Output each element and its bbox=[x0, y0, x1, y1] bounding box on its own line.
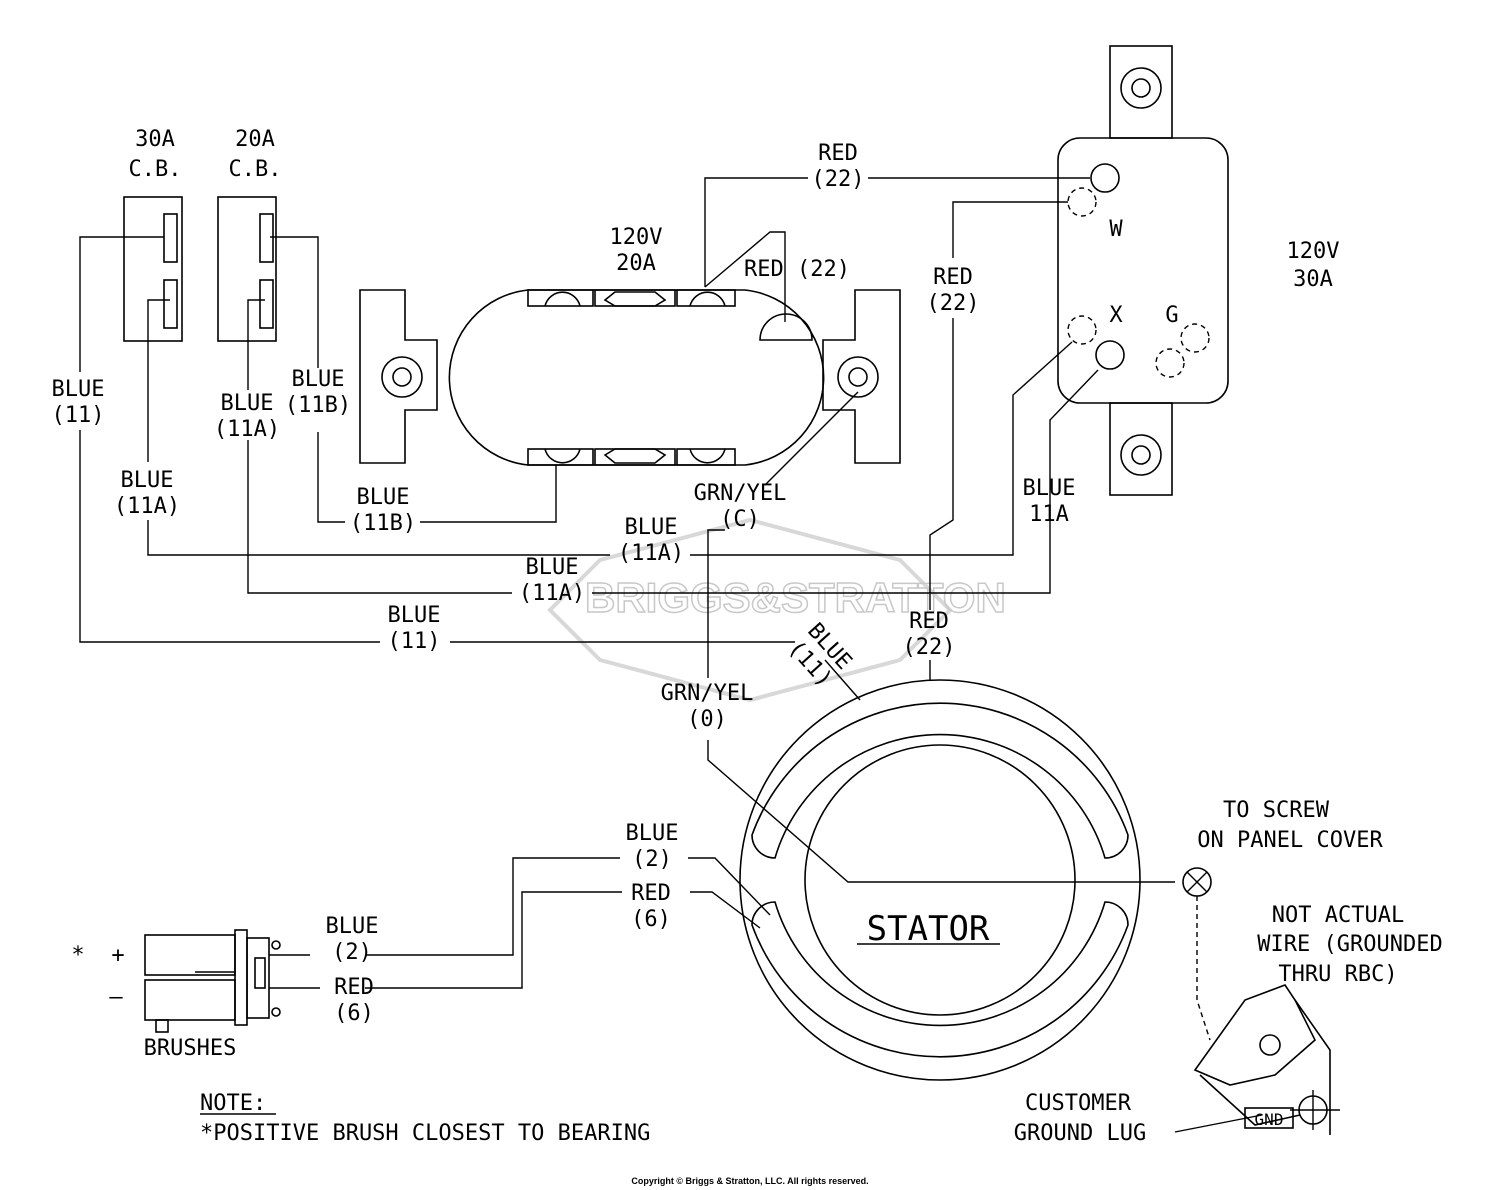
cb30-label: C.B. bbox=[129, 157, 182, 182]
twistlock-receptacle: W X G 120V 30A bbox=[1057, 45, 1340, 496]
duplex-voltage: 120V bbox=[610, 225, 663, 250]
grnyel-0-color: GRN/YEL bbox=[661, 681, 754, 706]
blue11-left-num: (11) bbox=[52, 403, 105, 428]
blue11a-left-num: (11A) bbox=[114, 494, 180, 519]
duplex-receptacle: 120V 20A bbox=[359, 225, 901, 466]
red22-top-color: RED bbox=[818, 141, 858, 166]
blue11a-cb-color: BLUE bbox=[221, 391, 274, 416]
blue11b-cb-color: BLUE bbox=[292, 367, 345, 392]
red6-stator-num: (6) bbox=[631, 907, 671, 932]
brush-minus: — bbox=[109, 985, 123, 1010]
to-screw-line1: TO SCREW bbox=[1223, 798, 1330, 823]
red22-top-num: (22) bbox=[812, 167, 865, 192]
grnyel-c-color: GRN/YEL bbox=[694, 481, 787, 506]
blue11a-right-num: 11A bbox=[1029, 502, 1069, 527]
breaker-30a: 30A C.B. bbox=[123, 127, 183, 342]
brush-assembly: BRUSHES * + — bbox=[71, 929, 281, 1061]
blue11a-left-color: BLUE bbox=[121, 468, 174, 493]
blue2-stator-num: (2) bbox=[632, 847, 672, 872]
note-text: *POSITIVE BRUSH CLOSEST TO BEARING bbox=[200, 1121, 650, 1146]
not-actual-line3: THRU RBC) bbox=[1278, 962, 1397, 987]
watermark-text: BRIGGS&STRATTON bbox=[585, 574, 1006, 621]
twistlock-voltage: 120V bbox=[1287, 239, 1340, 264]
blue11-left-color: BLUE bbox=[52, 377, 105, 402]
brush-asterisk: * bbox=[71, 943, 84, 968]
red6-brush-color: RED bbox=[334, 975, 374, 1000]
cb20-rating: 20A bbox=[235, 127, 275, 152]
blue2-brush-color: BLUE bbox=[326, 914, 379, 939]
gnd-label: GND bbox=[1255, 1110, 1284, 1129]
red22-side-color: RED bbox=[933, 265, 973, 290]
ground-lug: GND bbox=[1193, 984, 1340, 1135]
terminal-w: W bbox=[1109, 217, 1123, 242]
red6-stator-color: RED bbox=[631, 881, 671, 906]
blue11a-right-color: BLUE bbox=[1023, 476, 1076, 501]
wire-paths bbox=[79, 177, 1263, 1133]
red22-stator-num: (22) bbox=[903, 635, 956, 660]
grnyel-0-num: (0) bbox=[687, 707, 727, 732]
blue11-bottom-num: (11) bbox=[388, 629, 441, 654]
note-title: NOTE: bbox=[200, 1091, 266, 1116]
red22-stator-color: RED bbox=[909, 609, 949, 634]
ground-lug-line2: GROUND LUG bbox=[1014, 1121, 1146, 1146]
note: NOTE: *POSITIVE BRUSH CLOSEST TO BEARING bbox=[200, 1091, 650, 1146]
blue11a-low-color: BLUE bbox=[526, 555, 579, 580]
not-actual-line1: NOT ACTUAL bbox=[1272, 903, 1404, 928]
blue11a-mid-color: BLUE bbox=[625, 515, 678, 540]
brushes-label: BRUSHES bbox=[144, 1036, 237, 1061]
copyright: Copyright © Briggs & Stratton, LLC. All … bbox=[631, 1176, 868, 1186]
twistlock-amperage: 30A bbox=[1293, 267, 1333, 292]
breaker-20a: 20A C.B. bbox=[217, 127, 282, 342]
blue11b-low-color: BLUE bbox=[357, 485, 410, 510]
blue11-bottom-color: BLUE bbox=[388, 603, 441, 628]
duplex-amperage: 20A bbox=[616, 251, 656, 276]
not-actual-line2: WIRE (GROUNDED bbox=[1257, 932, 1442, 957]
blue2-stator-color: BLUE bbox=[626, 821, 679, 846]
ground-lug-line1: CUSTOMER bbox=[1025, 1091, 1132, 1116]
grnyel-c-num: (C) bbox=[720, 507, 760, 532]
blue11a-low-num: (11A) bbox=[519, 581, 585, 606]
cb30-rating: 30A bbox=[135, 127, 175, 152]
blue11b-low-num: (11B) bbox=[350, 511, 416, 536]
brush-plus: + bbox=[111, 943, 124, 968]
stator: STATOR bbox=[739, 679, 1141, 1081]
to-screw-line2: ON PANEL COVER bbox=[1197, 828, 1383, 853]
cb20-label: C.B. bbox=[229, 157, 282, 182]
blue2-brush-num: (2) bbox=[332, 940, 372, 965]
blue11b-cb-num: (11B) bbox=[285, 393, 351, 418]
ground-labels: TO SCREW ON PANEL COVER NOT ACTUAL WIRE … bbox=[1014, 798, 1443, 1146]
red22-side-num: (22) bbox=[927, 291, 980, 316]
red6-brush-num: (6) bbox=[334, 1001, 374, 1026]
stator-label: STATOR bbox=[867, 909, 990, 949]
blue11a-mid-num: (11A) bbox=[618, 541, 684, 566]
red22-duplex-label: RED (22) bbox=[744, 257, 850, 282]
blue11a-cb-num: (11A) bbox=[214, 417, 280, 442]
watermark-logo: BRIGGS&STRATTON bbox=[547, 517, 1007, 703]
terminal-g: G bbox=[1165, 303, 1178, 328]
terminal-x: X bbox=[1109, 303, 1123, 328]
